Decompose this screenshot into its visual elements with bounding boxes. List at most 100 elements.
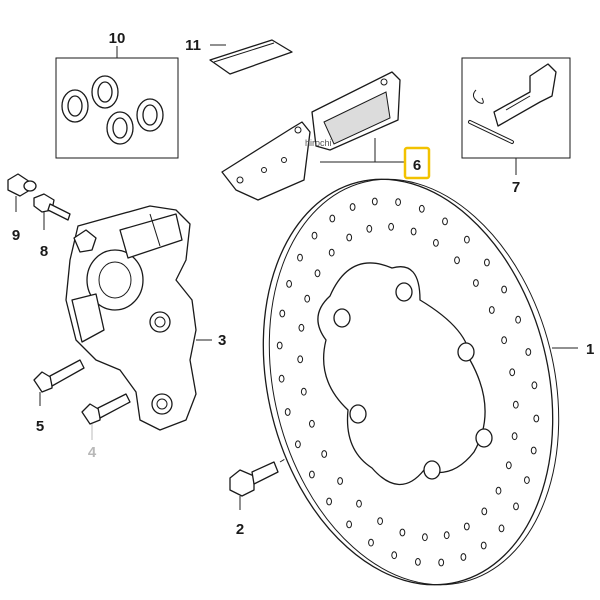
disc-vent-hole [366, 224, 373, 233]
caliper-bolt-5-head [33, 371, 53, 393]
disc-vent-hole [410, 227, 417, 236]
disc-vent-hole [501, 285, 508, 294]
bleeder-group: 9 8 [7, 173, 71, 260]
disc-vent-hole [480, 541, 487, 550]
caliper-bolt-5-shaft [49, 359, 85, 387]
callout-8: 8 [40, 243, 48, 260]
caliper-piston [86, 249, 144, 311]
caliper-bolt-5-group: 5 [33, 359, 85, 435]
pad-friction-surface [323, 91, 391, 145]
caliper-bolt-4-shaft [97, 393, 131, 419]
disc-vent-hole [300, 387, 307, 396]
disc-vent-hole [295, 440, 301, 449]
disc-carrier-cutout [317, 262, 486, 486]
callout-4: 4 [88, 444, 97, 461]
disc-vent-hole [418, 204, 425, 213]
disc-vent-hole [309, 419, 315, 428]
disc-vent-hole [512, 400, 519, 409]
disc-mount-hole-5 [423, 460, 441, 480]
spring-clip [472, 89, 484, 104]
brake-pads-group: 6 hirochi [221, 71, 431, 201]
disc-vent-hole [346, 233, 353, 242]
grease-packet-group: 11 [185, 37, 293, 75]
brake-pad-front [221, 121, 311, 201]
callout-6: 6 [413, 157, 421, 174]
disc-vent-hole [349, 203, 356, 211]
disc-vent-hole [433, 239, 439, 247]
caliper-bleeder-port [73, 229, 97, 253]
disc-vent-hole [533, 414, 540, 423]
seal-ring-2 [91, 75, 119, 109]
disc-mount-hole-1 [333, 308, 351, 328]
disc-vent-hole [329, 214, 336, 223]
disc-vent-hole [422, 533, 428, 542]
watermark: hirochi [305, 138, 332, 148]
disc-vent-hole [463, 522, 470, 531]
disc-vent-hole [314, 269, 321, 278]
disc-vent-hole [464, 235, 470, 244]
disc-mount-hole-3 [457, 342, 475, 362]
caliper-bolt-4-head [81, 403, 101, 425]
grease-packet [209, 39, 293, 75]
seal-ring-1 [61, 89, 89, 123]
disc-bolt-shaft [251, 461, 279, 485]
disc-vent-hole [279, 309, 286, 318]
disc-vent-hole [276, 341, 283, 350]
disc-mount-hole-2 [395, 282, 413, 302]
seal-kit-group: 10 [55, 30, 179, 159]
disc-vent-hole [484, 258, 490, 267]
pad-spring [493, 63, 557, 127]
callout-2: 2 [236, 521, 244, 538]
caliper-side-bracket [71, 293, 105, 343]
disc-vent-hole [395, 198, 402, 207]
callout-3: 3 [218, 332, 226, 349]
disc-vent-hole [511, 432, 518, 441]
disc-vent-hole [505, 461, 512, 470]
disc-vent-hole [328, 248, 335, 257]
disc-vent-hole [321, 450, 328, 458]
disc-vent-hole [531, 381, 538, 390]
disc-vent-hole [311, 231, 318, 240]
pin-kit-group: 7 [461, 57, 571, 196]
caliper-bolt-4-group: 4 [81, 393, 131, 461]
disc-vent-hole [525, 348, 532, 356]
disc-mount-hole-6 [349, 404, 367, 424]
disc-vent-hole [337, 477, 344, 485]
disc-vent-hole [509, 368, 516, 377]
caliper-bridge [119, 213, 183, 259]
disc-vent-hole [278, 374, 285, 383]
disc-vent-hole [443, 531, 450, 540]
disc-vent-hole [498, 524, 505, 533]
brake-caliper-group: 3 [65, 205, 226, 431]
disc-vent-hole [377, 517, 384, 525]
disc-vent-hole [481, 507, 488, 516]
disc-vent-hole [501, 336, 508, 345]
disc-vent-hole [368, 538, 374, 547]
disc-vent-hole [286, 280, 293, 288]
callout-5: 5 [36, 418, 44, 435]
disc-vent-hole [488, 306, 495, 314]
disc-vent-hole [513, 502, 519, 511]
disc-vent-hole [415, 558, 421, 566]
disc-vent-hole [297, 253, 303, 262]
disc-vent-hole [346, 520, 353, 529]
seal-ring-3 [106, 111, 134, 145]
disc-vent-hole [473, 279, 479, 287]
brake-disc-group: 1 [262, 178, 594, 586]
callout-9: 9 [12, 227, 20, 244]
disc-bolt-head [229, 469, 255, 497]
disc-vent-hole [391, 551, 398, 560]
disc-vent-hole [356, 499, 362, 508]
disc-vent-hole [442, 217, 448, 226]
disc-vent-holes [276, 197, 540, 567]
disc-mount-hole-4 [475, 428, 493, 448]
disc-vent-hole [371, 197, 378, 206]
callout-6-highlight [403, 146, 431, 180]
disc-vent-hole [515, 315, 521, 324]
callout-11: 11 [185, 37, 201, 54]
callout-1: 1 [586, 341, 594, 358]
brake-disc-edge [268, 178, 560, 586]
disc-vent-hole [454, 256, 460, 265]
callout-10: 10 [109, 30, 126, 47]
disc-vent-hole [388, 222, 395, 231]
